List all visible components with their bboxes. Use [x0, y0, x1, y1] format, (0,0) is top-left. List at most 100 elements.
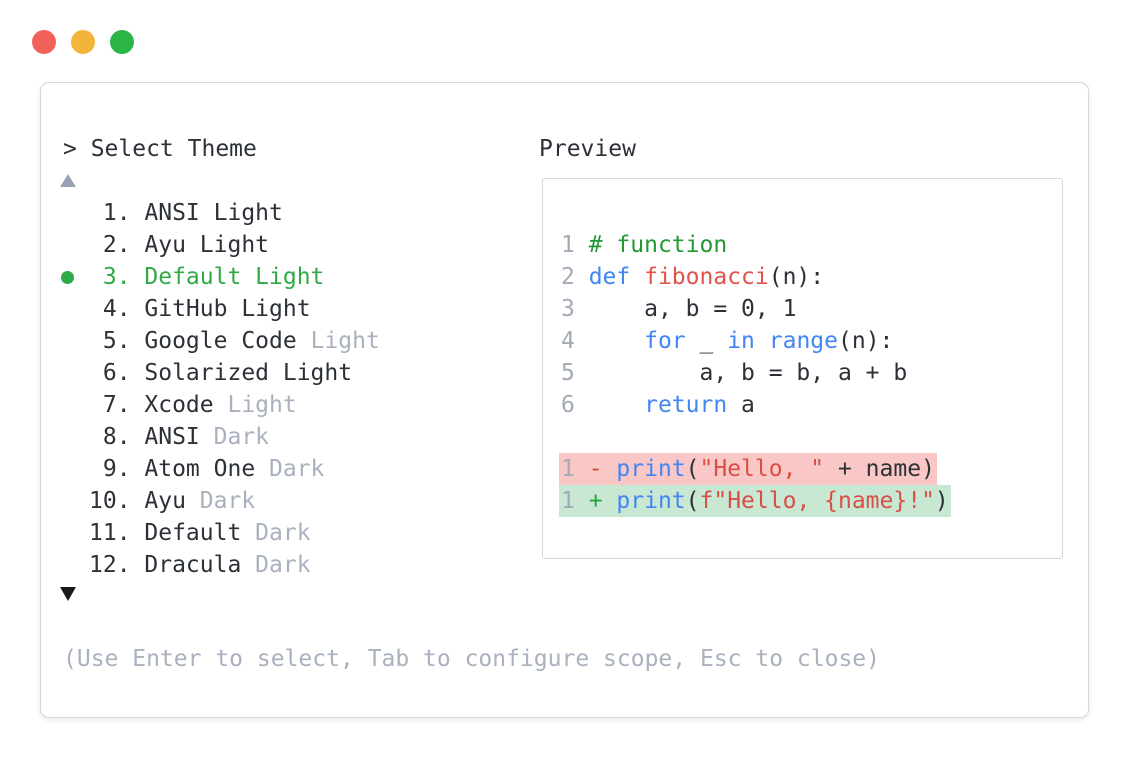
- code-line-content: 5 a, b = b, a + b: [559, 357, 909, 389]
- theme-list-item[interactable]: 11. Default Dark: [89, 517, 380, 549]
- theme-variant-label: Dark: [255, 456, 325, 482]
- theme-list-item[interactable]: 12. Dracula Dark: [89, 549, 380, 581]
- theme-name: Ayu: [144, 488, 186, 514]
- theme-name: Ayu Light: [144, 232, 270, 258]
- theme-number: 12.: [89, 552, 145, 578]
- token-kw: in: [727, 328, 755, 354]
- theme-number: 3.: [89, 264, 145, 290]
- theme-number: 8.: [89, 424, 145, 450]
- token-comment: # function: [588, 232, 728, 258]
- token-kw: print: [616, 488, 686, 514]
- theme-name: ANSI Light: [144, 200, 283, 226]
- code-line: 4 for _ in range(n):: [561, 325, 951, 357]
- theme-list-item[interactable]: 4. GitHub Light: [89, 293, 380, 325]
- theme-list-item[interactable]: 6. Solarized Light: [89, 357, 380, 389]
- token-lineno: 1: [561, 232, 589, 258]
- theme-name: Google Code: [144, 328, 297, 354]
- token-lineno: 4: [561, 328, 589, 354]
- theme-number: 5.: [89, 328, 145, 354]
- token-lineno: 6: [561, 392, 589, 418]
- theme-number: 4.: [89, 296, 145, 322]
- token-lineno: 1: [561, 488, 589, 514]
- token-plain: a, b = 0, 1: [588, 296, 797, 322]
- theme-name: Default Light: [144, 264, 325, 290]
- token-lineno: 1: [561, 456, 589, 482]
- theme-number: 9.: [89, 456, 145, 482]
- theme-list: 1. ANSI Light 2. Ayu Light 3. Default Li…: [61, 197, 380, 581]
- token-plain: (: [685, 488, 700, 514]
- code-line-content: 3 a, b = 0, 1: [559, 293, 798, 325]
- code-line: 3 a, b = 0, 1: [561, 293, 951, 325]
- theme-list-item[interactable]: 10. Ayu Dark: [89, 485, 380, 517]
- theme-name: GitHub Light: [144, 296, 311, 322]
- theme-picker-window: > Select Theme 1. ANSI Light 2. Ayu Ligh…: [40, 82, 1089, 718]
- token-lineno: 5: [561, 360, 589, 386]
- theme-name: Xcode: [144, 392, 214, 418]
- token-fn: fibonacci: [644, 264, 769, 290]
- theme-variant-label: Dark: [241, 520, 311, 546]
- token-plain: a: [727, 392, 755, 418]
- token-kw: def: [588, 264, 631, 290]
- code-line-content: 4 for _ in range(n):: [559, 325, 895, 357]
- theme-list-item[interactable]: 9. Atom One Dark: [89, 453, 380, 485]
- close-button[interactable]: [32, 30, 56, 54]
- theme-variant-label: Light: [296, 328, 380, 354]
- theme-number: 7.: [89, 392, 145, 418]
- token-plain: [589, 328, 644, 354]
- token-lineno: 3: [561, 296, 589, 322]
- theme-list-item[interactable]: 2. Ayu Light: [89, 229, 380, 261]
- code-line: 2 def fibonacci(n):: [561, 261, 951, 293]
- theme-number: 6.: [89, 360, 145, 386]
- theme-name: Dracula: [144, 552, 242, 578]
- selected-dot-icon: [61, 271, 74, 284]
- code-line: 5 a, b = b, a + b: [561, 357, 951, 389]
- theme-name: Solarized Light: [144, 360, 353, 386]
- token-dplus: +: [588, 488, 617, 514]
- theme-number: 1.: [89, 200, 145, 226]
- theme-variant-label: Dark: [185, 488, 256, 514]
- code-line: 1 # function: [561, 229, 951, 261]
- code-line-content: 6 return a: [559, 389, 757, 421]
- theme-variant-label: Dark: [199, 424, 270, 450]
- theme-list-item[interactable]: 8. ANSI Dark: [89, 421, 380, 453]
- keyboard-hints: (Use Enter to select, Tab to configure s…: [63, 646, 880, 672]
- token-dminus: -: [588, 456, 617, 482]
- theme-variant-label: Light: [213, 392, 297, 418]
- token-kw: return: [644, 392, 728, 418]
- code-line-content: 1 + print(f"Hello, {name}!"): [559, 485, 951, 517]
- scroll-up-icon[interactable]: [60, 174, 76, 187]
- theme-list-item[interactable]: 7. Xcode Light: [89, 389, 380, 421]
- theme-number: 11.: [89, 520, 145, 546]
- token-kw: range: [768, 328, 838, 354]
- token-plain: (n):: [768, 264, 825, 290]
- theme-list-item[interactable]: 5. Google Code Light: [89, 325, 380, 357]
- code-line: 6 return a: [561, 389, 951, 421]
- theme-list-item[interactable]: 1. ANSI Light: [89, 197, 380, 229]
- preview-title: Preview: [539, 136, 636, 162]
- theme-variant-label: Dark: [241, 552, 311, 578]
- code-line-content: 2 def fibonacci(n):: [559, 261, 826, 293]
- code-line-content: 1 # function: [559, 229, 729, 261]
- zoom-button[interactable]: [110, 30, 134, 54]
- token-lineno: 2: [561, 264, 589, 290]
- minimize-button[interactable]: [71, 30, 95, 54]
- token-kw: for: [644, 328, 686, 354]
- token-plain: (n):: [838, 328, 894, 354]
- token-str: "Hello, ": [699, 456, 825, 482]
- token-plain: [589, 392, 644, 418]
- token-plain: [755, 328, 769, 354]
- token-plain: _: [685, 328, 728, 354]
- token-plain: + name): [824, 456, 935, 482]
- diff-line-removed: 1 - print("Hello, " + name): [559, 453, 951, 485]
- token-kw: print: [616, 456, 686, 482]
- token-plain: (: [685, 456, 700, 482]
- theme-list-item[interactable]: 3. Default Light: [61, 261, 380, 293]
- code-line-content: 1 - print("Hello, " + name): [559, 453, 937, 485]
- window-controls: [32, 30, 134, 54]
- theme-name: Atom One: [144, 456, 256, 482]
- theme-number: 10.: [89, 488, 145, 514]
- scroll-down-icon[interactable]: [60, 587, 76, 601]
